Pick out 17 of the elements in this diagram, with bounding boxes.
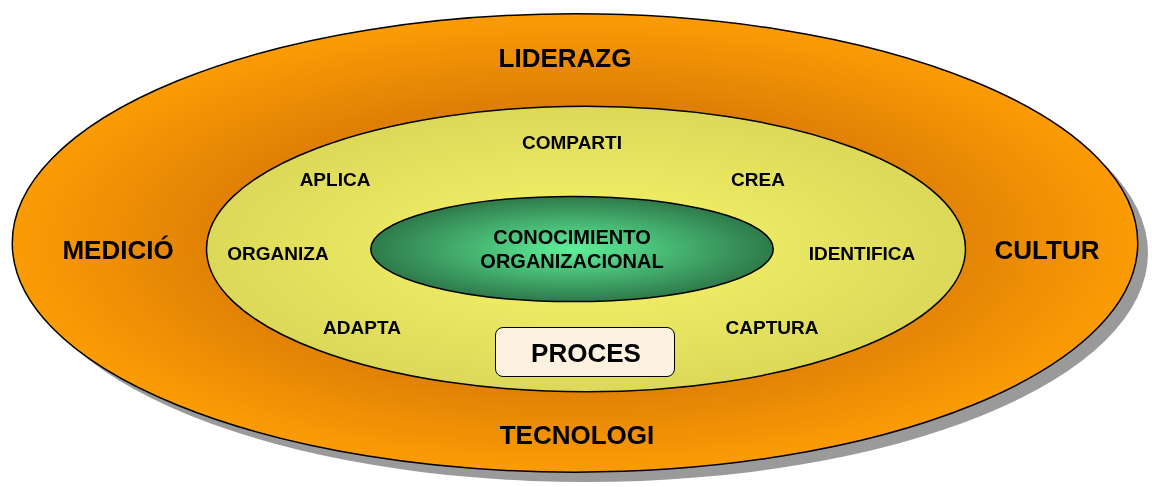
ring-label: TECNOLOGI	[499, 418, 655, 452]
ring-label: IDENTIFICA	[808, 241, 916, 266]
ring-label: CULTUR	[994, 233, 1100, 267]
ring-label: CONOCIMIENTO ORGANIZACIONAL	[479, 225, 665, 273]
ring-label: ORGANIZA	[227, 241, 329, 266]
process-label: PROCES	[531, 336, 641, 370]
process-box	[495, 327, 675, 377]
ring-label: CAPTURA	[725, 315, 819, 340]
middle-ellipse	[205, 105, 967, 393]
ring-label: ADAPTA	[323, 315, 401, 340]
ring-label: LIDERAZG	[498, 41, 632, 75]
center-ellipse	[370, 196, 774, 302]
ring-label: COMPARTI	[522, 130, 622, 155]
ring-label: MEDICIÓ	[62, 233, 174, 267]
outer-ellipse	[10, 12, 1140, 474]
ring-label: CREA	[731, 167, 785, 192]
ring-label: APLICA	[299, 167, 371, 192]
